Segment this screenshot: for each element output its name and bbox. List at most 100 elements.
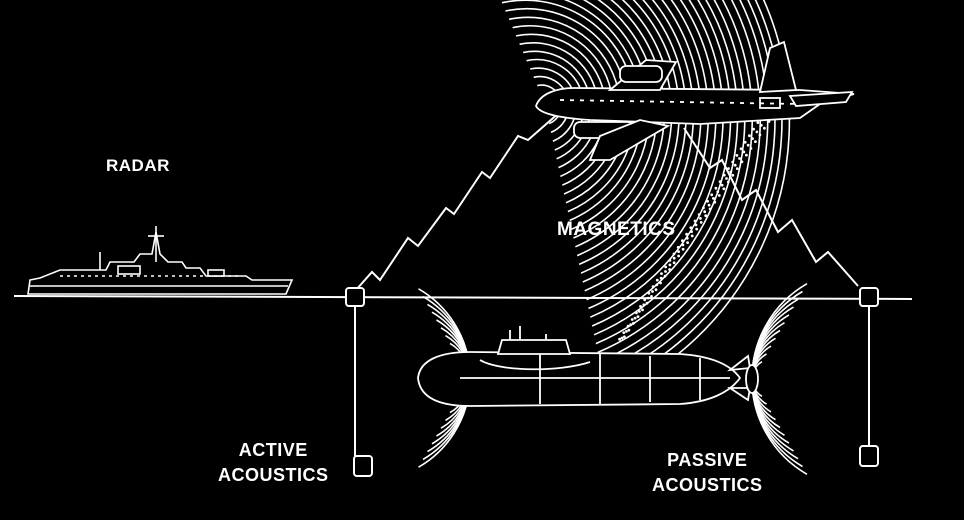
magnetic-dot [643,298,647,302]
magnetic-dot [722,173,726,177]
magnetic-dot [729,170,733,174]
magnetic-dot [756,121,760,124]
submarine [417,326,759,407]
magnetic-dot [749,147,753,150]
magnetic-dot [748,134,751,138]
magnetic-dot [746,143,750,147]
magnetic-dot [630,318,634,321]
magnetic-dot [738,157,741,160]
magnetic-dot [638,310,641,313]
magnetic-dot [685,232,688,236]
magnetic-dot [651,290,654,293]
label-active-line1: ACTIVE [238,440,308,460]
beam-arc [515,33,607,178]
magnetic-dot [620,336,624,340]
magnetic-dot [704,214,708,218]
magnetic-dot [699,217,702,220]
magnetic-dot [672,261,676,265]
radio-link-right [683,127,859,287]
magnetic-dot [722,187,726,191]
magnetic-dot [636,315,640,318]
beam-arc [595,0,746,345]
magnetic-dot [725,177,728,180]
magnetic-dot [641,308,644,312]
magnetic-dot [695,227,699,231]
magnetic-dot [763,126,766,130]
magnetic-dot [690,234,694,238]
magnetic-dot [758,133,762,137]
beam-arc [512,25,614,186]
sonobuoy-right [859,287,879,446]
beam-arc [593,0,739,336]
magnetic-dot [717,194,721,197]
beam-arc [588,0,717,310]
magnetic-dot [743,140,747,144]
magnetic-dot [739,147,743,151]
magnetic-dot [713,200,717,204]
beam-arc [584,0,702,292]
magnetic-dot [740,160,744,164]
magnetic-dot [702,206,705,210]
magnetic-dot [735,167,739,171]
beam-arc [751,290,803,468]
magnetic-dot [731,160,735,164]
sonobuoy-left [345,287,365,456]
sea-surface-line [13,295,913,300]
magnetic-dot [646,296,650,300]
magnetic-dot [645,301,649,305]
radar-beam-arcs [501,0,791,398]
magnetic-dot [651,285,655,289]
label-passive-line2: ACOUSTICS [652,475,763,495]
magnetic-dot [660,272,663,275]
magnetic-dot [664,270,667,273]
magnetic-dot [731,173,735,177]
magnetic-dot [681,239,684,243]
magnetic-dot [663,274,667,278]
magnetic-dot [751,137,754,141]
magnetic-dot [703,210,707,214]
magnetic-dot [676,245,680,249]
beam-arc [582,0,695,283]
magnetic-dot [681,243,685,247]
patrol-aircraft [535,40,855,161]
magnetic-dot [735,154,739,157]
magnetic-dot [708,207,712,211]
magnetic-dot [727,167,730,170]
beam-arc [604,0,783,389]
magnetic-dot [697,213,701,216]
magnetic-dot [699,221,703,224]
hydrophone-left [353,455,373,477]
magnetic-dot [672,256,676,260]
magnetic-dot [714,186,718,190]
magnetic-dot [625,330,628,333]
magnetic-dot [707,203,711,207]
label-active-acoustics: ACTIVE ACOUSTICS [218,438,329,488]
magnetic-dot [618,337,621,341]
magnetic-dot [693,219,697,223]
magnetic-dot [712,197,715,200]
beam-arc [586,0,710,301]
magnetic-dot [742,150,746,154]
magnetic-dot [726,180,730,184]
magnetic-dot [639,305,642,308]
magnetic-dot [659,276,663,280]
hydrophone-right [859,445,879,467]
magnetic-dot [706,199,709,203]
magnetic-dot [716,190,720,194]
magnetic-dot [689,226,693,230]
magnetic-dot [686,241,689,245]
magnetic-dot [647,291,651,295]
magnetic-dot [755,130,759,134]
beam-arc [597,0,753,354]
magnetic-dot [626,324,630,328]
magnetic-dot [654,288,658,292]
magnetic-dot [720,183,724,187]
beam-arc [599,0,762,363]
magnetic-dot [718,180,722,184]
beam-arc [591,0,732,327]
magnetic-dot [633,316,637,320]
magnetic-dot [664,265,668,269]
magnetic-dot [642,303,646,307]
radio-link-left [355,111,561,291]
